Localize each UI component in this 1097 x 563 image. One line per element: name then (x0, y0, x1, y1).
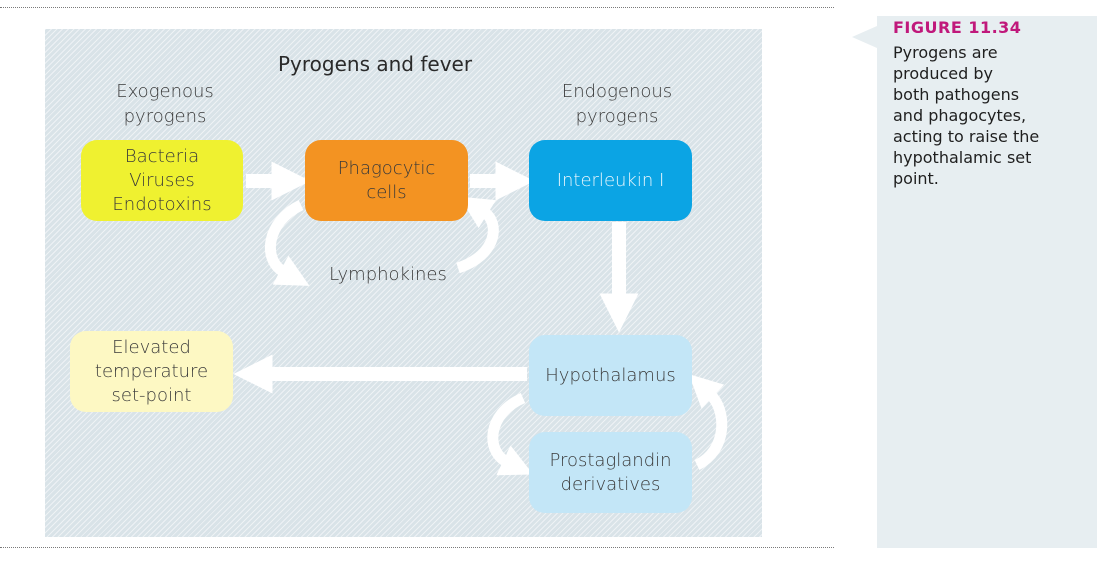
caption-sidebar (877, 16, 1097, 548)
lymphokines-label: Lymphokines (329, 264, 447, 285)
interleukin-box: Interleukin I (529, 140, 692, 221)
caption-pointer (852, 26, 877, 48)
top-dotted-rule (0, 7, 834, 8)
hypothalamus-box: Hypothalamus (529, 335, 692, 416)
arrow-lymphokines-to-phagocytic (456, 196, 499, 274)
figure-number: FIGURE 11.34 (893, 18, 1022, 37)
exogenous-pyrogens-label: Exogenous pyrogens (116, 81, 214, 127)
prostaglandin-derivatives-box: Prostaglandin derivatives (529, 432, 692, 513)
bacteria-viruses-endotoxins-box: Bacteria Viruses Endotoxins (81, 140, 243, 221)
arrow-hypothalamus-to-prostaglandin (487, 392, 534, 476)
diagram-title: Pyrogens and fever (278, 52, 473, 76)
endogenous-pyrogens-label: Endogenous pyrogens (561, 81, 673, 127)
elevated-set-point-box: Elevated temperature set-point (70, 331, 233, 412)
arrow-phagocytic-to-lymphokines (265, 200, 310, 286)
arrow-prostaglandin-to-hypothalamus (688, 374, 728, 470)
figure-caption: Pyrogens are produced by both pathogens … (893, 43, 1040, 188)
phagocytic-cells-box: Phagocytic cells (305, 140, 468, 221)
bottom-dotted-rule (0, 547, 834, 548)
